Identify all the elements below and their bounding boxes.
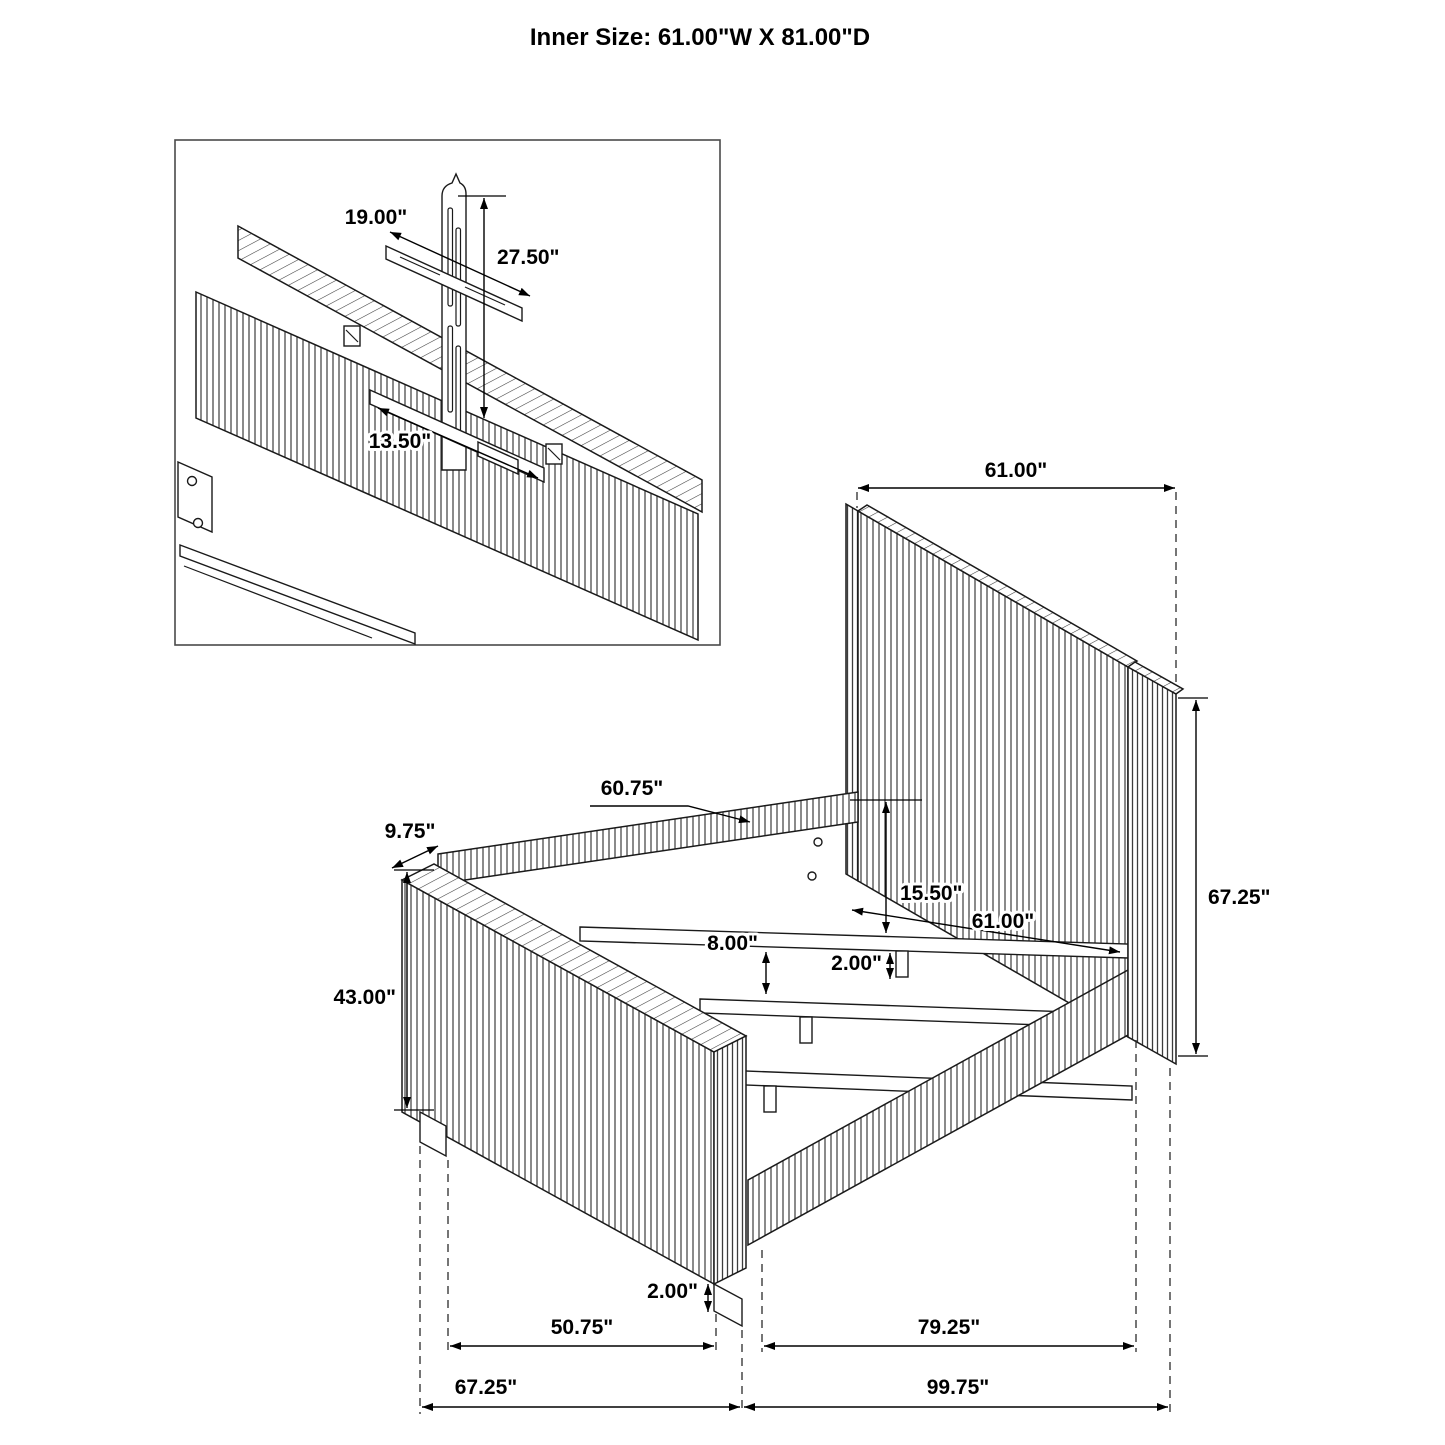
dim-inner-width: 61.00" <box>972 910 1035 933</box>
dim-overall-length: 99.75" <box>927 1376 990 1399</box>
footboard-leg <box>419 1110 447 1158</box>
dim-bracket-height: 27.50" <box>497 246 560 269</box>
dim-side-rail-length: 60.75" <box>601 777 664 800</box>
inset-bottom-rail <box>179 543 416 646</box>
bracket-slot <box>455 227 462 327</box>
inset-bottom-rail-edge <box>183 565 373 639</box>
extension-lines <box>419 492 1177 1414</box>
bracket-slot <box>447 207 454 307</box>
headboard-top-edge <box>856 504 1139 668</box>
dim-center-leg-height: 2.00" <box>831 952 882 975</box>
dim-rail-height: 15.50" <box>900 882 963 905</box>
dimensions: 61.00" 67.25" 60.75" 9.75" 15.50" 61.00"… <box>330 456 1274 1411</box>
dim-headboard-width: 61.00" <box>985 459 1048 482</box>
hinge-bracket-mark <box>547 447 561 461</box>
bolt-hole <box>813 837 823 847</box>
bolt-hole <box>807 871 817 881</box>
footboard-end-panel <box>713 1034 747 1286</box>
bolt-hole <box>186 475 198 487</box>
bracket-slot <box>455 345 462 433</box>
dim-wall-cleat-length: 19.00" <box>345 206 408 229</box>
dim-line-inner-width <box>851 907 1121 955</box>
dim-leader-side-rail <box>590 805 751 824</box>
headboard-right-wing <box>1127 665 1177 1066</box>
slat-leg <box>799 1016 813 1044</box>
dim-support-cleat-length: 13.50" <box>369 430 432 453</box>
slat-leg <box>763 1085 777 1113</box>
dim-inner-frame-length: 79.25" <box>918 1316 981 1339</box>
inset-headboard-top-rail <box>237 224 703 514</box>
inset-leg-post <box>177 460 213 534</box>
footboard-leg <box>713 1282 743 1328</box>
bolt-hole <box>192 517 204 529</box>
dim-footboard-overall-length: 67.25" <box>455 1376 518 1399</box>
dim-line-wall-cleat <box>389 231 531 297</box>
slat-leg <box>895 950 909 978</box>
dim-footboard-inner-length: 50.75" <box>551 1316 614 1339</box>
page-title: Inner Size: 61.00"W X 81.00"D <box>530 24 870 51</box>
dim-line-footboard-thickness <box>391 845 439 869</box>
dim-line-support-cleat <box>377 407 539 479</box>
dim-footboard-height: 43.00" <box>333 986 396 1009</box>
bracket-slot <box>447 325 454 413</box>
dim-headboard-height: 67.25" <box>1208 886 1271 909</box>
dim-foot-leg-height: 2.00" <box>647 1280 698 1303</box>
headboard-wing-top-edge <box>1126 661 1185 695</box>
inset-headboard-detail: 19.00" 27.50" 13.50" <box>174 139 721 646</box>
hinge-bracket-mark <box>345 329 359 343</box>
dim-footboard-thickness: 9.75" <box>385 820 436 843</box>
dim-slat-height: 8.00" <box>707 932 758 955</box>
headboard-left-edge <box>845 502 859 883</box>
